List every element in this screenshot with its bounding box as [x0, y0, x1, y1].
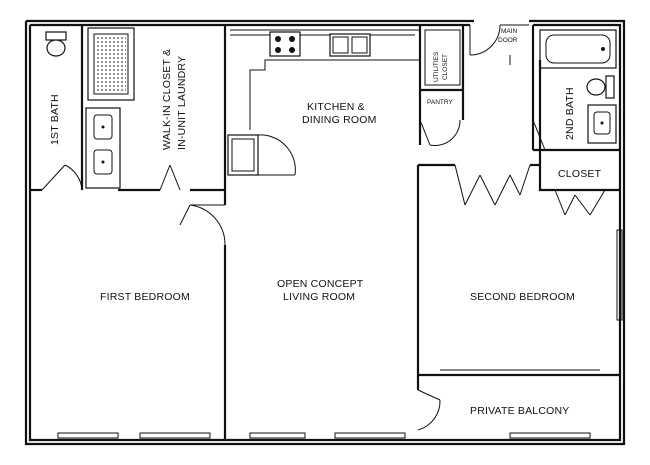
- interior-walls: [30, 25, 620, 440]
- first-bath-label: 1ST BATH: [49, 94, 61, 145]
- walk-in-closet-label-2: IN-UNIT LAUNDRY: [176, 56, 188, 150]
- second-bath-label: 2ND BATH: [564, 87, 576, 140]
- bedroom-1-door: [179, 204, 226, 246]
- bath-2-door: [532, 119, 546, 151]
- bathtub-icon: [539, 29, 617, 69]
- shower-icon: [87, 27, 135, 101]
- room-labels: 1ST BATH WALK-IN CLOSET & IN-UNIT LAUNDR…: [49, 28, 602, 417]
- walk-in-closet-label-1: WALK-IN CLOSET &: [161, 49, 173, 150]
- utilities-label-2: CLOSET: [442, 54, 449, 80]
- outer-walls: [24, 19, 626, 446]
- bath-1-door: [41, 164, 83, 191]
- main-door: [469, 24, 529, 65]
- utilities-label-1: UTILITIES: [433, 51, 440, 82]
- first-bedroom-label: FIRST BEDROOM: [100, 291, 190, 303]
- main-door-label-1: MAIN: [501, 28, 518, 35]
- doors: [41, 24, 606, 431]
- kitchen-sink-icon: [329, 33, 371, 57]
- balcony-door: [417, 389, 441, 431]
- closet-2-doors: [554, 189, 606, 216]
- stove-icon: [269, 31, 301, 57]
- pantry-label: PANTRY: [427, 99, 453, 106]
- second-bedroom-label: SECOND BEDROOM: [470, 291, 575, 303]
- living-room-label-2: LIVING ROOM: [283, 291, 355, 303]
- toilet-2-icon: [586, 75, 615, 99]
- closet-doors: [159, 164, 181, 191]
- kitchen-label-1: KITCHEN &: [307, 101, 365, 113]
- main-door-label-2: DOOR: [498, 37, 518, 44]
- toilet-icon: [45, 31, 67, 57]
- balcony-label: PRIVATE BALCONY: [470, 405, 569, 417]
- closet-label: CLOSET: [558, 168, 602, 180]
- living-room-label-1: OPEN CONCEPT: [277, 278, 364, 290]
- kitchen-label-2: DINING ROOM: [302, 114, 377, 126]
- fixtures: [45, 27, 617, 189]
- sink-2-icon: [587, 104, 617, 144]
- fridge-icon: [227, 134, 259, 176]
- sink-icon: [85, 107, 121, 189]
- windows: [57, 229, 623, 439]
- bedroom-2-doors: [454, 164, 531, 206]
- pantry-door: [419, 119, 461, 146]
